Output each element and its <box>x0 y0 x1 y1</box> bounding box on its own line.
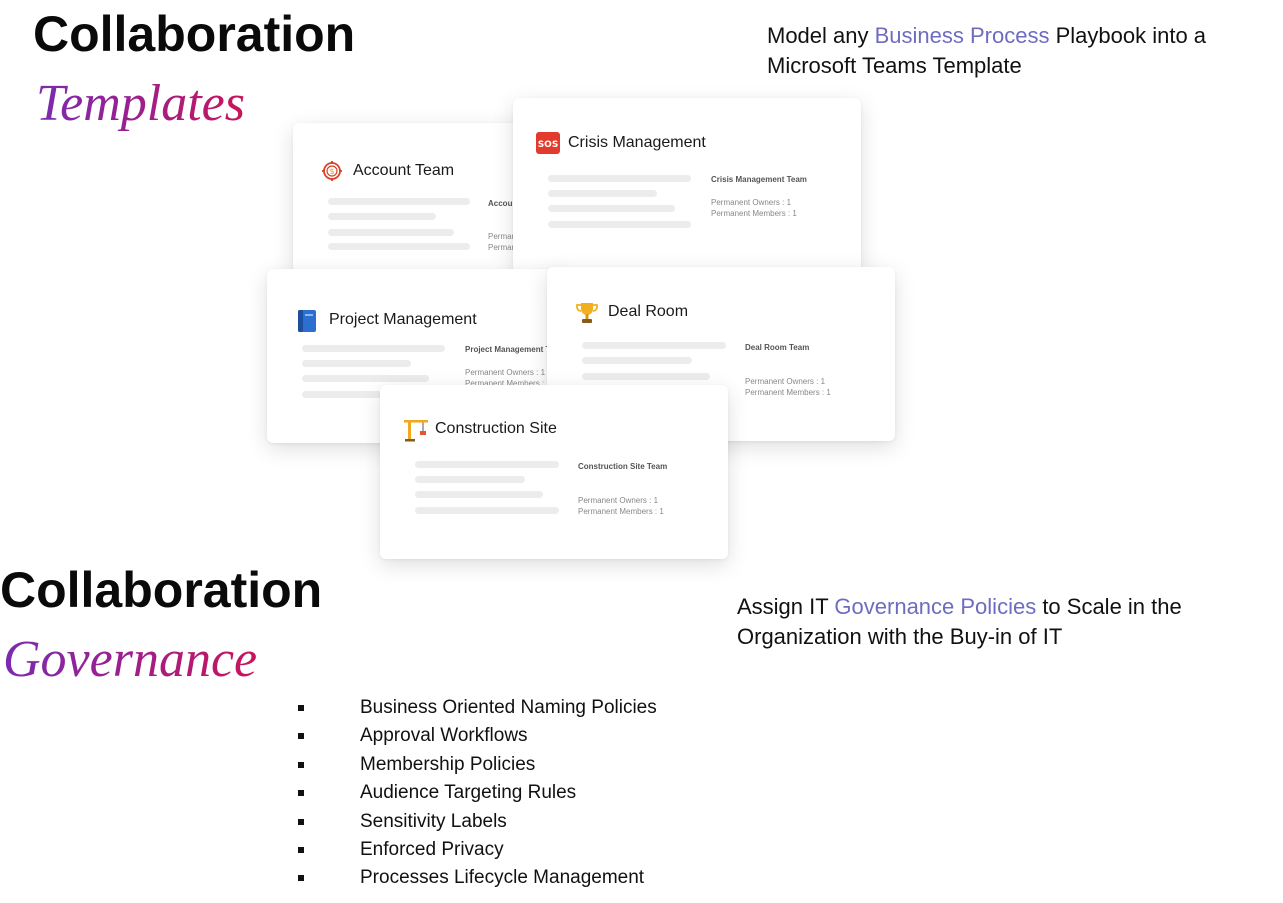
card-team-label: Account Team <box>488 199 513 208</box>
list-item: Sensitivity Labels <box>298 808 657 836</box>
tagline-text: Playbook into a Microsoft Teams Template <box>767 23 1207 78</box>
governance-heading: Collaboration <box>0 562 323 618</box>
svg-text:$: $ <box>329 167 334 176</box>
card-owners: Permanent Owners : 1 <box>711 198 792 207</box>
policy-label: Processes Lifecycle Management <box>360 867 645 889</box>
card-members: Permanent Members : 1 <box>711 209 797 218</box>
tagline-text: Model any <box>767 23 875 48</box>
policy-label: Sensitivity Labels <box>360 810 507 832</box>
policy-label: Audience Targeting Rules <box>360 782 577 804</box>
list-item: Enforced Privacy <box>298 836 657 864</box>
list-item: Business Oriented Naming Policies <box>298 694 657 722</box>
bullet-icon <box>298 818 304 825</box>
card-owners: Permanent Owners : 1 <box>488 232 513 241</box>
bullet-icon <box>298 761 304 768</box>
card-title: Project Management <box>329 311 477 328</box>
blue-book-icon <box>297 309 319 332</box>
card-members: Permanent Members : 1 <box>488 243 513 252</box>
bullet-icon <box>298 875 304 882</box>
templates-subheading: Templates <box>36 75 245 132</box>
trophy-icon <box>576 301 598 323</box>
card-team-label: Construction Site Team <box>578 462 668 471</box>
list-item: Membership Policies <box>298 751 657 779</box>
card-members: Permanent Members : 1 <box>465 379 547 388</box>
governance-tagline: Assign IT Governance Policies to Scale i… <box>737 592 1267 652</box>
sos-icon: SOS <box>536 132 560 154</box>
policy-label: Business Oriented Naming Policies <box>360 697 657 718</box>
card-team-label: Deal Room Team <box>745 343 810 352</box>
tagline-accent: Governance Policies <box>834 594 1037 619</box>
card-team-label: Project Management Team <box>465 345 547 354</box>
tagline-text: to Scale in the Organization with the Bu… <box>737 594 1182 649</box>
card-title: Deal Room <box>608 303 689 320</box>
card-members: Permanent Members : 1 <box>745 388 831 397</box>
bullet-icon <box>298 846 304 853</box>
list-item: Processes Lifecycle Management <box>298 864 657 892</box>
list-item: Approval Workflows <box>298 722 657 750</box>
template-card-account-team[interactable]: $ Account Team Account Team Permanent Ow… <box>293 123 543 273</box>
card-owners: Permanent Owners : 1 <box>745 377 826 386</box>
bullet-icon <box>298 705 304 711</box>
bullet-icon <box>298 790 304 797</box>
crane-icon <box>403 418 428 442</box>
card-team-label: Crisis Management Team <box>711 175 807 184</box>
card-owners: Permanent Owners : 1 <box>578 496 659 505</box>
policy-label: Enforced Privacy <box>360 838 504 860</box>
templates-heading: Collaboration <box>33 6 356 62</box>
governance-subheading: Governance <box>3 631 258 688</box>
card-title: Construction Site <box>435 420 557 437</box>
policy-label: Approval Workflows <box>360 725 528 747</box>
tagline-accent: Business Process <box>874 23 1050 48</box>
svg-text:SOS: SOS <box>538 140 559 150</box>
templates-tagline: Model any Business Process Playbook into… <box>767 21 1277 81</box>
card-title: Account Team <box>353 162 455 179</box>
list-item: Audience Targeting Rules <box>298 779 657 807</box>
tagline-text: Assign IT <box>737 594 835 619</box>
governance-policy-list: Business Oriented Naming Policies Approv… <box>298 694 657 893</box>
target-dollar-icon: $ <box>321 160 343 182</box>
card-members: Permanent Members : 1 <box>578 507 664 516</box>
template-card-construction-site[interactable]: Construction Site Construction Site Team… <box>380 385 728 559</box>
bullet-icon <box>298 733 304 740</box>
policy-label: Membership Policies <box>360 753 536 775</box>
card-owners: Permanent Owners : 1 <box>465 368 546 377</box>
template-card-crisis-management[interactable]: SOS Crisis Management Crisis Management … <box>513 98 861 273</box>
card-title: Crisis Management <box>568 134 706 151</box>
